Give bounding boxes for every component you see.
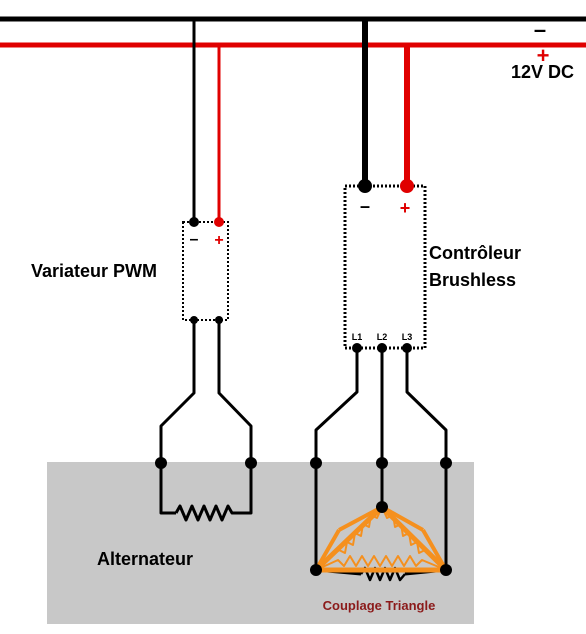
supply-plus-sign: + (537, 43, 550, 68)
alternator-label: Alternateur (97, 549, 193, 569)
delta-inner-right (421, 529, 448, 571)
controller-positive-terminal (400, 179, 414, 193)
delta-winding-bottom (315, 555, 447, 571)
delta-winding-left (315, 506, 383, 571)
coupling-label: Couplage Triangle (323, 598, 436, 613)
controller-label-line1: Contrôleur (429, 243, 521, 263)
controller-phase-label-l2: L2 (377, 332, 388, 342)
alternator-field-terminal-2 (245, 457, 257, 469)
triangle-bottom-winding (359, 566, 406, 582)
triangle-top-node (376, 501, 388, 513)
pwm-label: Variateur PWM (31, 261, 157, 281)
pwm-negative-terminal (189, 217, 199, 227)
pwm-module (182, 221, 229, 321)
phase-wire-l3 (405, 348, 448, 570)
delta-inner-left (314, 529, 341, 571)
pwm-minus-sign: – (190, 231, 199, 248)
pwm-plus-sign: + (214, 232, 223, 249)
controller-label-line2: Brushless (429, 270, 516, 290)
controller-module (343, 184, 427, 350)
controller-plus-sign: + (400, 198, 411, 218)
supply-voltage-label: 12V DC (511, 62, 574, 82)
phase-wire-l1 (314, 348, 359, 570)
alternator-phase-terminal-1 (310, 457, 322, 469)
controller-phase-label-l1: L1 (352, 332, 363, 342)
pwm-output-wire-1 (159, 320, 196, 515)
alternator-field-terminal-1 (155, 457, 167, 469)
supply-minus-sign: – (534, 17, 546, 42)
triangle-left-node (310, 564, 322, 576)
controller-negative-terminal (358, 179, 372, 193)
delta-inner-top-right (381, 505, 424, 532)
delta-inner-top-left (338, 505, 383, 532)
delta-coupling (314, 505, 448, 573)
controller-phase-label-l3: L3 (402, 332, 413, 342)
alternator-phase-terminal-2 (376, 457, 388, 469)
alternator-housing (47, 462, 474, 624)
delta-winding-right (381, 506, 447, 571)
triangle-right-node (440, 564, 452, 576)
alternator-phase-terminal-3 (440, 457, 452, 469)
field-winding-resistor (174, 504, 236, 522)
controller-minus-sign: – (360, 196, 370, 216)
pwm-output-wire-2 (217, 320, 253, 515)
pwm-positive-terminal (214, 217, 224, 227)
